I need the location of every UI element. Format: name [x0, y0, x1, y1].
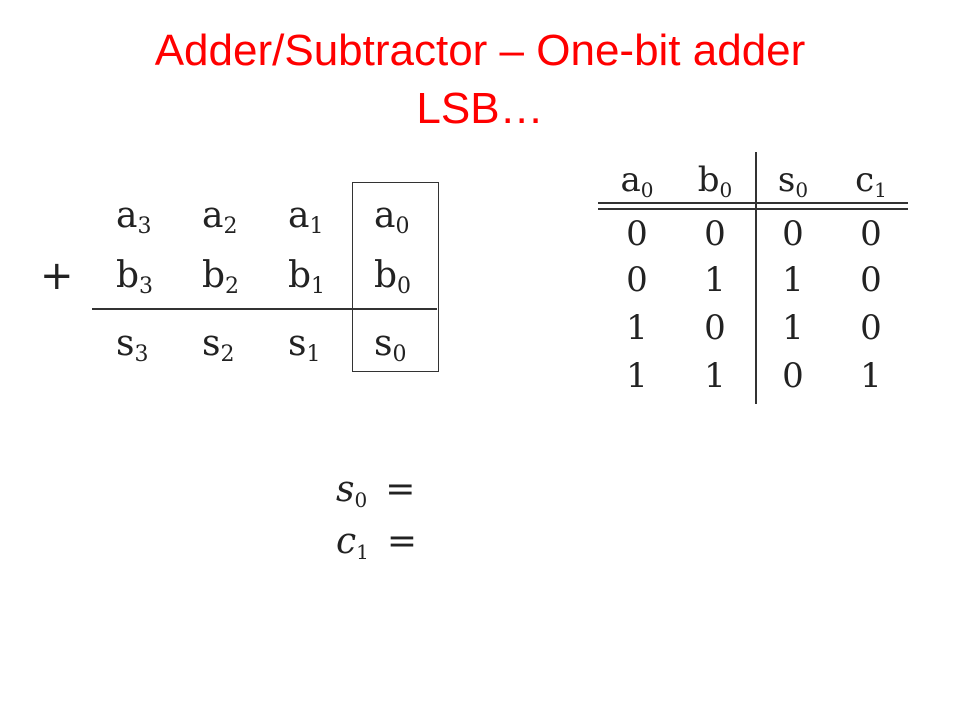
header-b0: b0 — [697, 160, 733, 202]
column-separator — [755, 152, 757, 404]
header-rule-top — [598, 202, 908, 204]
header-c1: c1 — [855, 160, 887, 202]
sum-s3: s3 — [116, 323, 149, 367]
sum-rule-line — [92, 308, 437, 310]
table-cell: 1 — [782, 308, 804, 348]
addend-a1: a1 — [288, 195, 324, 239]
header-a0: a0 — [620, 160, 654, 202]
table-cell: 0 — [860, 214, 882, 254]
addend-b3: b3 — [116, 255, 154, 299]
addend-b0: b0 — [374, 255, 412, 299]
table-cell: 1 — [704, 260, 726, 300]
header-rule-bottom — [598, 208, 908, 210]
lsb-column-box — [352, 182, 439, 372]
title-line-2: LSB… — [416, 84, 544, 133]
header-s0: s0 — [777, 160, 809, 202]
slide-title: Adder/Subtractor – One-bit adder LSB… — [0, 22, 960, 138]
table-cell: 1 — [782, 260, 804, 300]
sum-s1: s1 — [288, 323, 321, 367]
addend-a3: a3 — [116, 195, 152, 239]
addend-a2: a2 — [202, 195, 238, 239]
table-cell: 1 — [860, 356, 882, 396]
table-cell: 0 — [860, 260, 882, 300]
table-cell: 1 — [626, 308, 648, 348]
table-cell: 1 — [704, 356, 726, 396]
sum-s0: s0 — [374, 323, 407, 367]
table-cell: 0 — [704, 214, 726, 254]
table-cell: 0 — [782, 214, 804, 254]
title-line-1: Adder/Subtractor – One-bit adder — [154, 26, 806, 75]
plus-operator: + — [40, 253, 74, 299]
equation-s0: s0= — [336, 469, 416, 512]
addend-a0: a0 — [374, 195, 410, 239]
addend-b2: b2 — [202, 255, 240, 299]
table-cell: 0 — [704, 308, 726, 348]
sum-s2: s2 — [202, 323, 235, 367]
table-cell: 0 — [626, 214, 648, 254]
table-cell: 0 — [860, 308, 882, 348]
table-cell: 0 — [782, 356, 804, 396]
table-cell: 1 — [626, 356, 648, 396]
addend-b1: b1 — [288, 255, 326, 299]
equation-c1: c1= — [336, 521, 418, 564]
table-cell: 0 — [626, 260, 648, 300]
